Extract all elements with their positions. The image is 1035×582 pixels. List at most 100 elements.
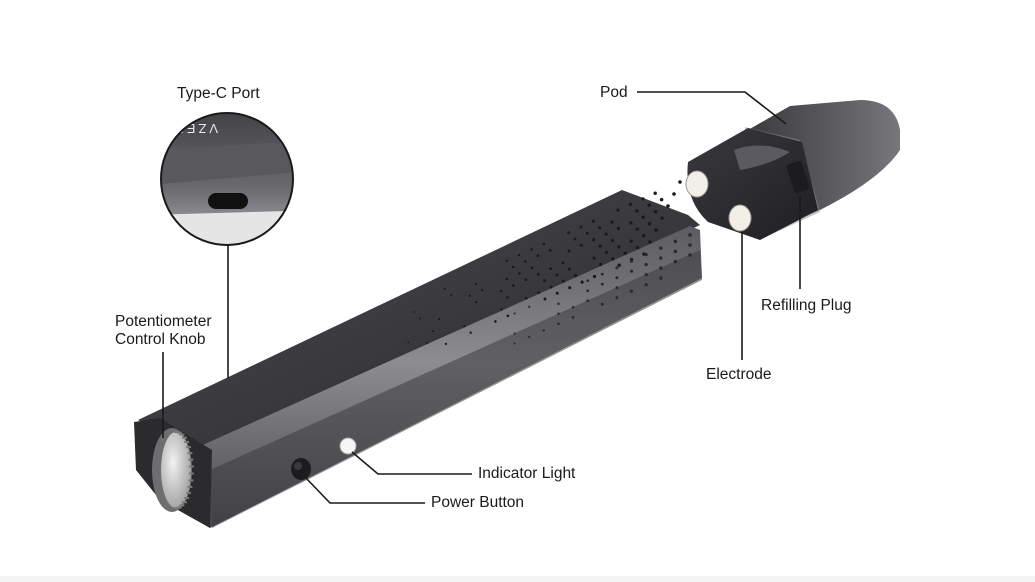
speaker-dot (544, 298, 547, 301)
speaker-dot (530, 266, 533, 269)
speaker-dot (630, 290, 633, 293)
speaker-dot (629, 239, 632, 242)
speaker-dot (506, 296, 509, 299)
knob-tooth (188, 479, 193, 481)
speaker-dot (568, 268, 571, 271)
speaker-dot (641, 215, 644, 218)
speaker-dot (611, 257, 614, 260)
speaker-dot (562, 262, 565, 265)
speaker-dot (572, 306, 575, 309)
speaker-dot (557, 303, 560, 306)
speaker-dot (413, 311, 415, 313)
speaker-dot (514, 332, 516, 334)
speaker-dot (581, 281, 584, 284)
speaker-dot (557, 323, 560, 326)
speaker-dot (648, 240, 652, 244)
speaker-dot (438, 318, 440, 320)
speaker-dot (586, 232, 589, 235)
speaker-dot (688, 233, 692, 237)
speaker-dot (615, 286, 618, 289)
speaker-dot (617, 263, 620, 266)
speaker-dot (470, 332, 472, 334)
speaker-dot (660, 198, 664, 202)
speaker-dot (530, 248, 533, 251)
speaker-dot (611, 239, 614, 242)
speaker-dot (514, 312, 516, 314)
speaker-dot (556, 292, 559, 295)
speaker-dot (629, 221, 632, 224)
speaker-dot (469, 295, 471, 297)
speaker-dot (592, 220, 595, 223)
speaker-dot (518, 254, 520, 256)
speaker-dot (629, 203, 632, 206)
leader-power (306, 478, 425, 503)
speaker-dot (518, 272, 521, 275)
knob-tooth (179, 434, 184, 436)
speaker-dot (543, 329, 545, 331)
speaker-dot (557, 313, 560, 316)
speaker-dot (568, 250, 571, 253)
speaker-dot (599, 245, 602, 248)
knob-tooth (189, 473, 194, 475)
speaker-dot (645, 283, 648, 286)
pod-part (686, 100, 900, 240)
leader-indicator (352, 452, 472, 474)
speaker-dot (645, 263, 648, 266)
label-power-button: Power Button (431, 494, 524, 512)
speaker-dot (654, 228, 658, 232)
speaker-dot (432, 330, 434, 332)
electrode-right (729, 205, 751, 231)
speaker-dot (543, 279, 546, 282)
speaker-dot (542, 242, 545, 245)
speaker-dot (666, 204, 670, 208)
speaker-dot (524, 260, 527, 263)
speaker-dot (500, 290, 502, 292)
speaker-dot (512, 284, 515, 287)
speaker-dot (506, 260, 508, 262)
speaker-dot (586, 279, 589, 282)
speaker-dot (630, 270, 633, 273)
speaker-dot (615, 276, 618, 279)
speaker-dot (592, 238, 595, 241)
label-pod: Pod (600, 84, 628, 102)
speaker-dot (549, 267, 552, 270)
speaker-dot (475, 283, 477, 285)
speaker-dot (611, 221, 614, 224)
type-c-magnifier: VZEMIO (150, 100, 320, 260)
speaker-dot (562, 280, 565, 283)
speaker-dot (645, 253, 648, 256)
speaker-dot (445, 343, 447, 345)
knob-tooth (177, 432, 182, 434)
speaker-dot (659, 256, 662, 259)
knob-tooth (182, 437, 187, 439)
speaker-dot (672, 192, 676, 196)
speaker-dot (506, 314, 509, 317)
speaker-dot (550, 286, 553, 289)
electrode-left (686, 171, 708, 197)
type-c-port-opening (208, 193, 248, 209)
speaker-dot (500, 308, 503, 311)
label-indicator-light: Indicator Light (478, 465, 575, 483)
speaker-dot (654, 210, 658, 214)
speaker-dot (525, 297, 528, 300)
knob-tooth (174, 507, 179, 509)
speaker-dot (580, 244, 583, 247)
speaker-dot (605, 233, 608, 236)
leader-pod (637, 92, 786, 124)
speaker-dot (574, 274, 577, 277)
speaker-dot (463, 325, 465, 327)
speaker-dot (615, 296, 618, 299)
speaker-dot (674, 250, 677, 253)
speaker-dot (598, 226, 601, 229)
speaker-dot (617, 227, 620, 230)
speaker-dot (653, 191, 656, 194)
knob-tooth (187, 452, 192, 454)
speaker-dot (617, 209, 620, 212)
knob-tooth (182, 501, 187, 503)
speaker-dot (426, 342, 428, 344)
knob-tooth (179, 504, 184, 506)
speaker-dot (688, 243, 692, 247)
speaker-dot (645, 273, 648, 276)
speaker-dot (536, 254, 539, 257)
speaker-dot (586, 299, 589, 302)
